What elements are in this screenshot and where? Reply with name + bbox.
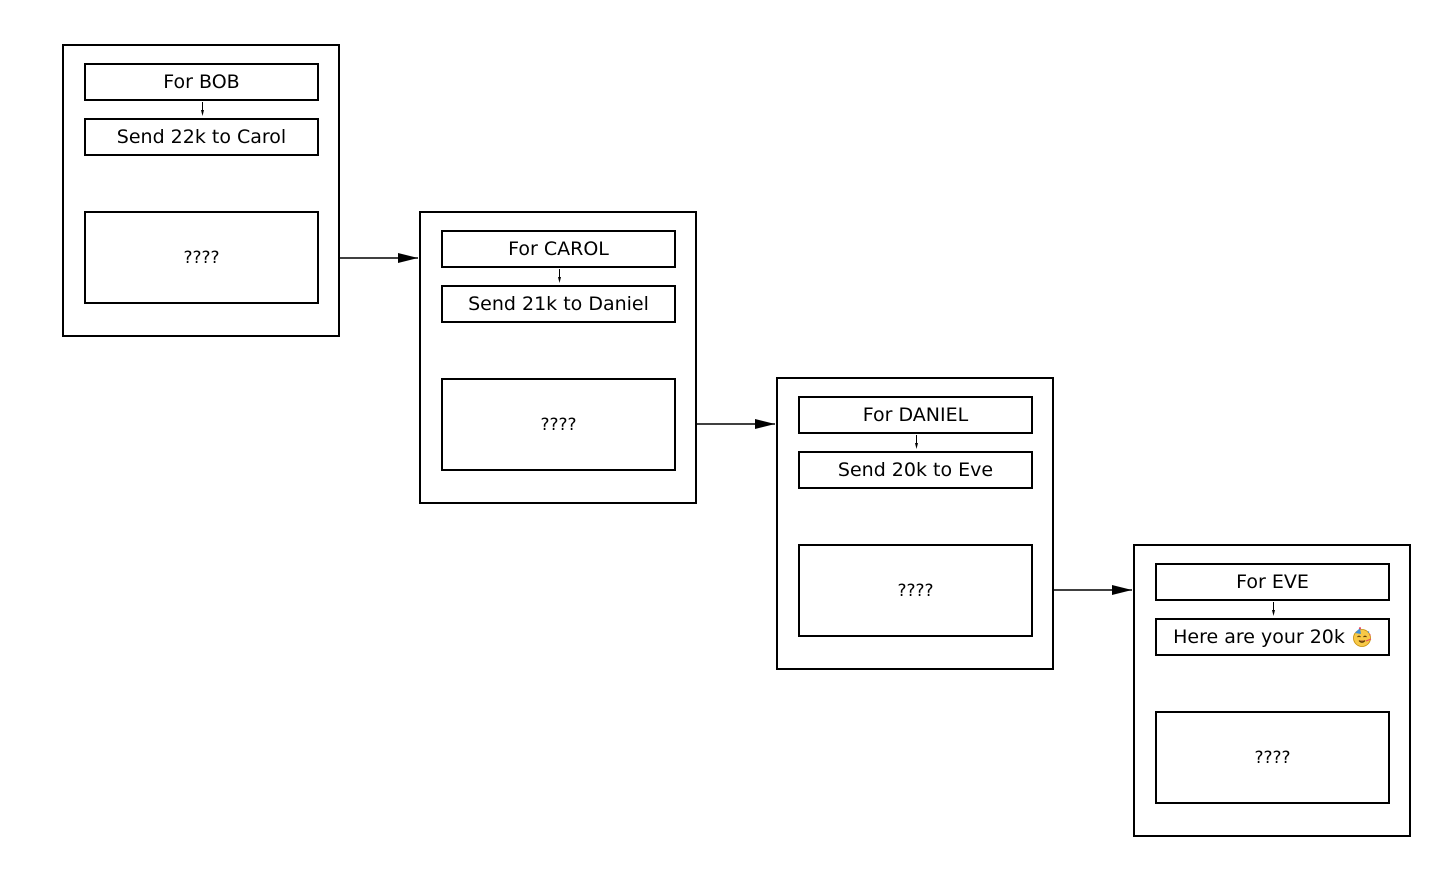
message-text: Here are your 20k xyxy=(1173,626,1345,648)
message-box: Send 20k to Eve xyxy=(798,451,1033,489)
node-bob: For BOB Send 22k to Carol ???? xyxy=(62,44,340,337)
down-arrow-icon xyxy=(915,435,918,449)
message-box: Here are your 20k xyxy=(1155,618,1390,656)
encrypted-payload-box: ???? xyxy=(84,211,319,304)
down-arrow-icon xyxy=(201,102,204,116)
recipient-label: For DANIEL xyxy=(798,396,1033,434)
encrypted-payload-box: ???? xyxy=(441,378,676,471)
recipient-label: For CAROL xyxy=(441,230,676,268)
node-eve: For EVE Here are your 20k ???? xyxy=(1133,544,1411,837)
message-box: Send 21k to Daniel xyxy=(441,285,676,323)
message-box: Send 22k to Carol xyxy=(84,118,319,156)
down-arrow-icon xyxy=(1272,602,1275,616)
down-arrow-icon xyxy=(558,269,561,283)
encrypted-payload-box: ???? xyxy=(1155,711,1390,804)
node-carol: For CAROL Send 21k to Daniel ???? xyxy=(419,211,697,504)
recipient-label: For BOB xyxy=(84,63,319,101)
party-face-icon xyxy=(1353,627,1372,647)
encrypted-payload-box: ???? xyxy=(798,544,1033,637)
recipient-label: For EVE xyxy=(1155,563,1390,601)
node-daniel: For DANIEL Send 20k to Eve ???? xyxy=(776,377,1054,670)
